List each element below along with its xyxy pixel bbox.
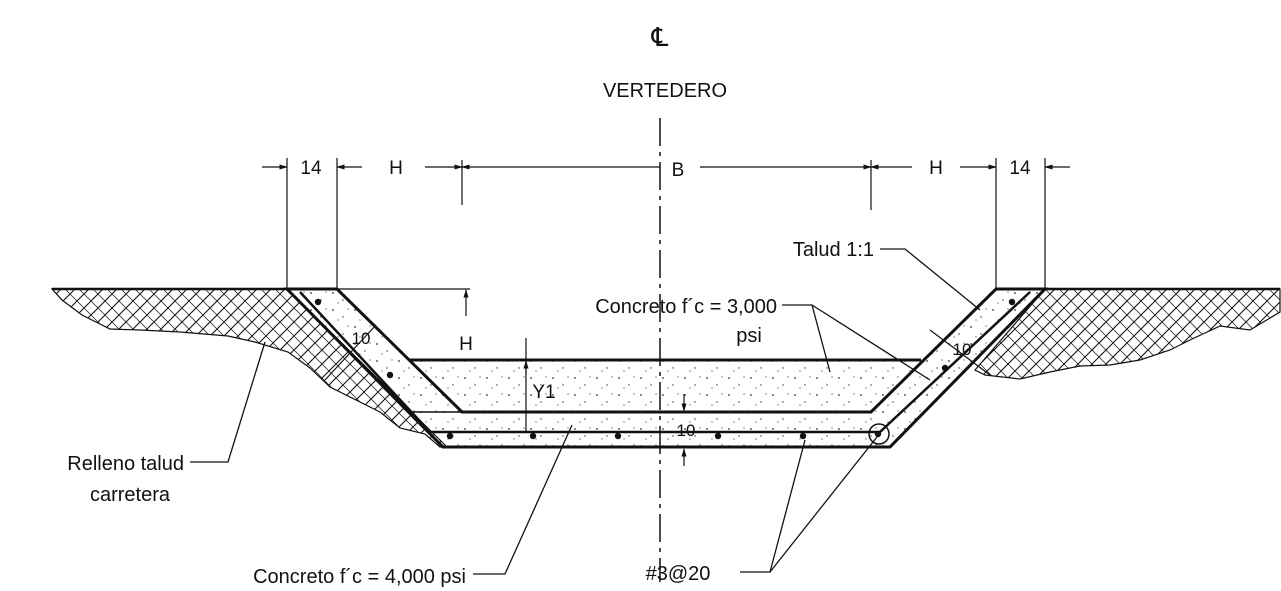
dim-left-lining-line bbox=[324, 324, 377, 381]
rebar-leader-1 bbox=[740, 439, 806, 573]
dim-left-slope: H bbox=[389, 158, 403, 179]
inner-right-slope bbox=[879, 291, 1031, 433]
label-fill-2: carretera bbox=[90, 484, 171, 506]
dim-bottom-width: B bbox=[672, 160, 685, 181]
dim-right-lining-line bbox=[929, 329, 991, 376]
label-fill-1: Relleno talud bbox=[67, 453, 184, 475]
dim-right-lining: 10 bbox=[953, 340, 972, 359]
right-ground-hatch bbox=[974, 288, 1281, 380]
dim-right-wall: 14 bbox=[1009, 158, 1031, 179]
rebar-corner-circle bbox=[868, 423, 890, 445]
label-concrete-upper-2: psi bbox=[736, 325, 762, 347]
label-concrete-lower: Concreto f´c = 4,000 psi bbox=[253, 566, 466, 588]
dim-slab-thickness: 10 bbox=[677, 421, 696, 440]
label-slope: Talud 1:1 bbox=[793, 239, 874, 261]
top-dimension-line bbox=[262, 158, 1070, 289]
dim-left-wall: 14 bbox=[300, 158, 322, 179]
dim-right-slope: H bbox=[929, 158, 943, 179]
rebar-points bbox=[314, 298, 1016, 440]
lower-concrete-leader bbox=[473, 424, 573, 575]
label-rebar: #3@20 bbox=[646, 563, 711, 585]
dim-water-depth: Y1 bbox=[532, 382, 555, 403]
centerline-title: VERTEDERO bbox=[603, 80, 727, 102]
upper-concrete-leader-2 bbox=[811, 304, 931, 381]
slope-leader bbox=[880, 248, 981, 311]
dim-depth: H bbox=[459, 334, 473, 355]
rebar-leader-2 bbox=[769, 436, 878, 573]
upper-concrete-fill bbox=[410, 360, 921, 412]
inner-left-slope bbox=[299, 291, 431, 433]
centerline-symbol: ℄ bbox=[651, 22, 669, 52]
fill-leader bbox=[190, 341, 266, 463]
dim-left-lining: 10 bbox=[352, 329, 371, 348]
label-concrete-upper-1: Concreto f´c = 3,000 bbox=[595, 296, 777, 318]
